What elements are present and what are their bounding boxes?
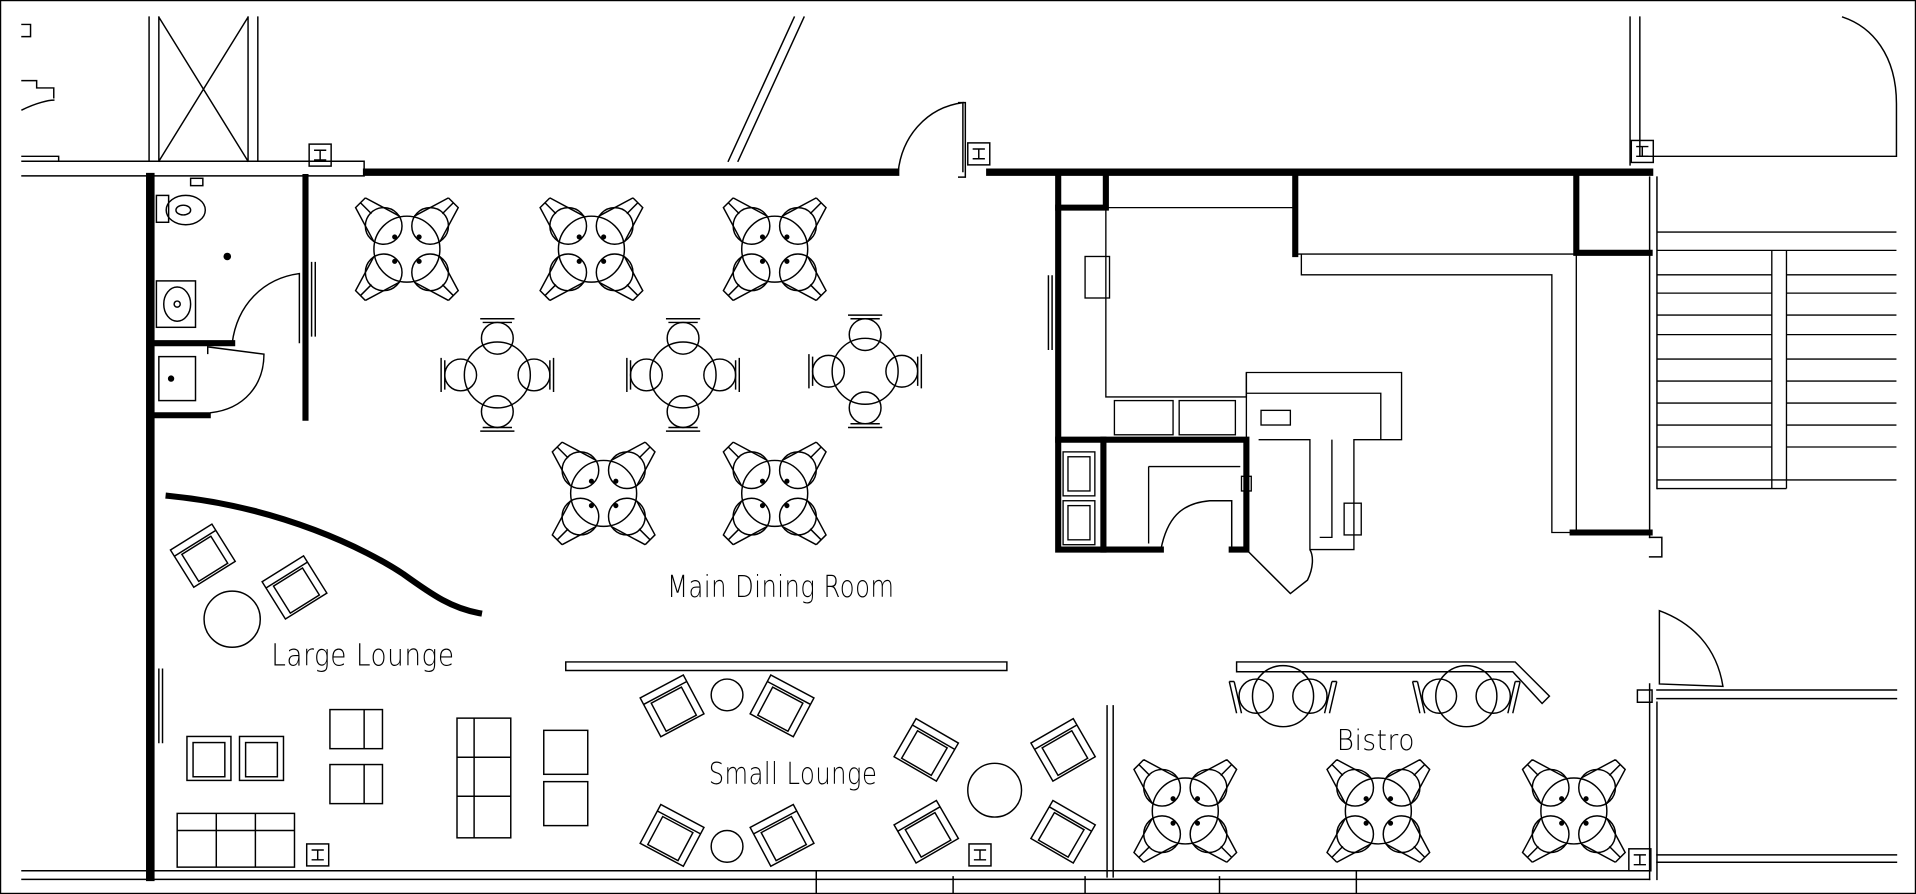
bistro-table xyxy=(1228,664,1338,728)
stairs xyxy=(1656,231,1897,490)
bistro-tables xyxy=(1133,664,1626,863)
table-set xyxy=(539,197,644,302)
table-set xyxy=(626,318,741,432)
side-table xyxy=(710,829,744,863)
restroom-door xyxy=(231,272,301,344)
table-set xyxy=(808,314,923,429)
restroom-fixtures xyxy=(155,177,232,402)
entry-door xyxy=(897,101,964,173)
label-bistro: Bistro xyxy=(1337,724,1415,757)
table-set xyxy=(722,197,827,302)
room-labels: Main Dining Room Large Lounge Small Loun… xyxy=(271,570,1415,792)
side-table xyxy=(203,590,262,649)
table-set xyxy=(722,441,827,546)
sofa xyxy=(456,717,512,839)
toilet xyxy=(155,177,207,226)
lounge-chair xyxy=(639,803,705,867)
table-set xyxy=(354,197,459,302)
sink xyxy=(155,280,197,329)
label-small-lounge: Small Lounge xyxy=(709,757,878,792)
table-set xyxy=(440,318,555,432)
lounge-chair xyxy=(261,555,328,620)
doors xyxy=(206,101,1724,688)
lounge-chair xyxy=(893,799,960,864)
table-set xyxy=(551,441,656,546)
table-set xyxy=(1326,758,1431,863)
lounge-chair xyxy=(893,717,960,782)
side-table xyxy=(710,678,744,712)
lounge-chair xyxy=(639,674,705,738)
kitchen-counters xyxy=(1062,206,1577,551)
thermostats xyxy=(305,139,1655,872)
lounge-chair xyxy=(1030,799,1096,864)
lounge-chair xyxy=(169,523,236,589)
exit-door xyxy=(1658,609,1724,688)
label-main-dining-room: Main Dining Room xyxy=(667,570,894,605)
shower-basin xyxy=(158,355,197,402)
table-set xyxy=(1521,758,1626,863)
main-dining-tables xyxy=(354,197,923,546)
table-set xyxy=(1133,758,1238,863)
lounge-chair xyxy=(749,803,815,867)
large-lounge-furniture xyxy=(169,523,589,868)
lounge-chair xyxy=(749,674,815,738)
label-large-lounge: Large Lounge xyxy=(271,639,454,674)
sofa xyxy=(176,812,296,868)
small-lounge-furniture xyxy=(639,674,1096,867)
side-table xyxy=(967,762,1023,818)
walls xyxy=(21,16,1898,894)
bistro-table xyxy=(1411,664,1521,728)
lounge-chair xyxy=(1030,717,1096,782)
